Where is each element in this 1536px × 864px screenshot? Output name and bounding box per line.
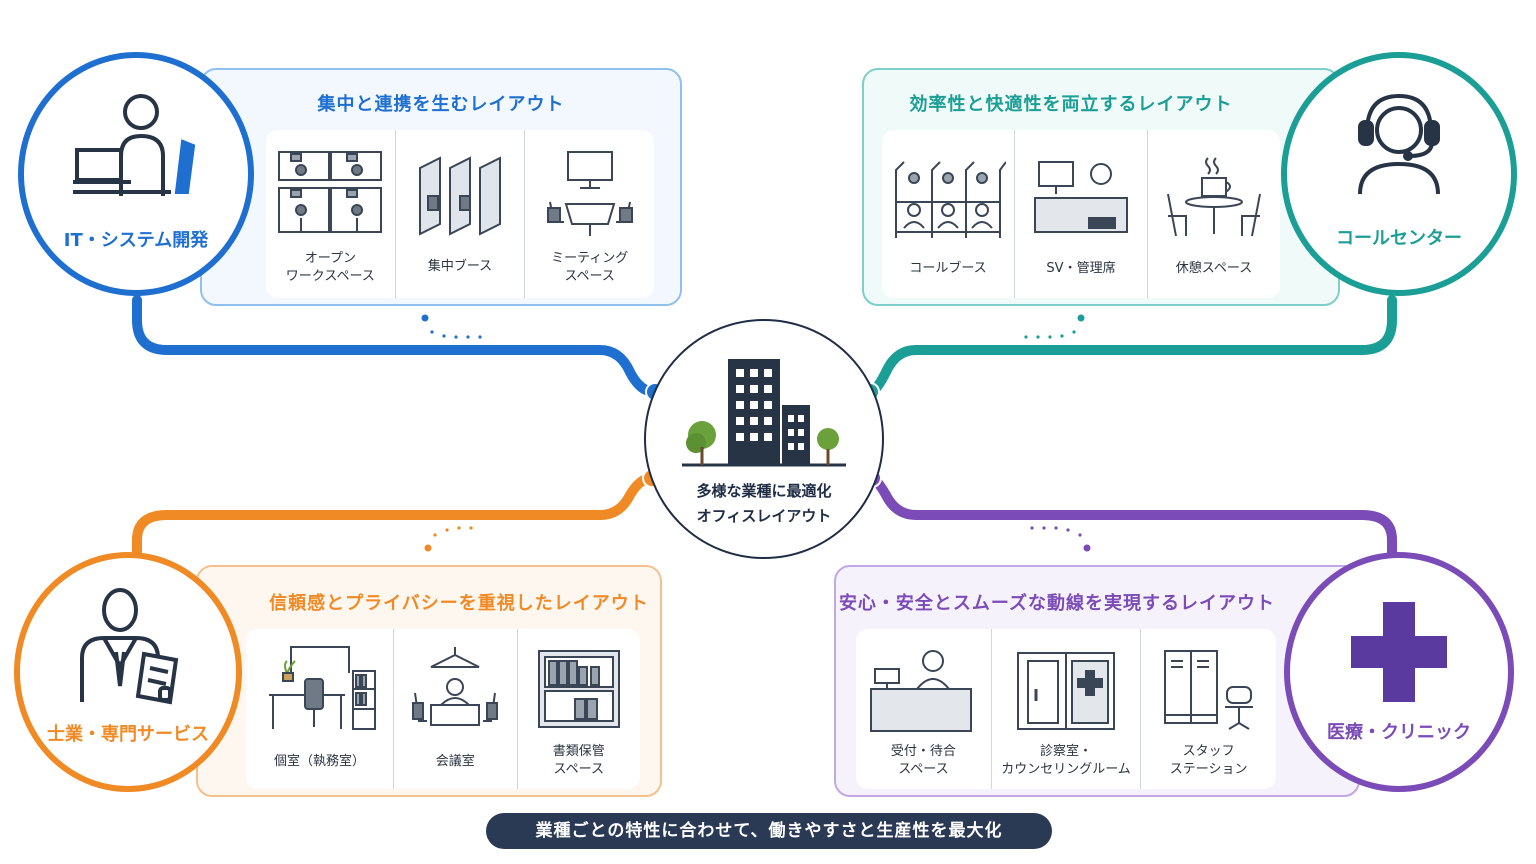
open-workspace-icon (278, 151, 383, 233)
it-panel: 集中と連携を生むレイアウト オープン ワークスペース 集中ブース (200, 68, 682, 306)
zone-call-booth: コールブース (882, 130, 1014, 298)
headset-operator-icon (1358, 93, 1440, 195)
zone-label: SV・管理席 (1046, 261, 1116, 276)
meeting-space-icon (546, 151, 633, 236)
med-panel-title: 安心・安全とスムーズな動線を実現するレイアウト (838, 593, 1276, 614)
call-circle-label: コールセンター (1336, 228, 1462, 249)
it-circle: IT・システム開発 (18, 52, 254, 296)
conference-room-icon (412, 647, 499, 726)
zone-focus-booth: 集中ブース (394, 130, 525, 298)
med-circle-label: 医療・クリニック (1327, 722, 1471, 743)
med-zones: 受付・待合 スペース 診察室・ カウンセリングルーム スタッフ ステーション (856, 629, 1276, 789)
office-building-icon (682, 359, 846, 467)
zone-break-space: 休憩スペース (1147, 130, 1280, 298)
staff-station-icon (1163, 650, 1253, 730)
zone-label: オープン ワークスペース (285, 251, 375, 284)
zone-document-storage: 書類保管 スペース (516, 629, 641, 789)
zone-label: スタッフ ステーション (1169, 744, 1248, 777)
center-hub: 多様な業種に最適化 オフィスレイアウト (644, 319, 884, 559)
zone-label: 会議室 (435, 754, 475, 769)
zone-label: コールブース (909, 261, 987, 276)
zone-label: 受付・待合 スペース (890, 744, 956, 777)
developer-at-desk-icon (73, 94, 196, 196)
document-storage-icon (537, 650, 620, 728)
pro-zones: 個室（執務室） 会議室 書類保管 スペース (246, 629, 640, 789)
pro-panel-title: 信頼感とプライバシーを重視したレイアウト (269, 593, 649, 614)
call-panel: 効率性と快適性を両立するレイアウト コールブース SV・管理席 (862, 68, 1340, 306)
pro-circle-label: 士業・専門サービス (47, 724, 209, 745)
zone-label: 休憩スペース (1175, 261, 1253, 276)
it-panel-title: 集中と連携を生むレイアウト (317, 94, 565, 115)
zone-supervisor-desk: SV・管理席 (1014, 130, 1147, 298)
zone-conference-room: 会議室 (393, 629, 517, 789)
it-circle-label: IT・システム開発 (63, 230, 209, 251)
exam-room-icon (1017, 652, 1115, 730)
pro-circle: 士業・専門サービス (14, 552, 242, 792)
private-office-icon (268, 646, 376, 730)
zone-private-office: 個室（執務室） (246, 629, 393, 789)
zone-meeting-space: ミーティング スペース (524, 130, 654, 298)
zone-label: 個室（執務室） (273, 754, 365, 769)
supervisor-desk-icon (1034, 161, 1128, 233)
zone-label: 診察室・ カウンセリングルーム (1001, 744, 1131, 777)
center-title-line1: 多様な業種に最適化 (696, 482, 832, 500)
medical-cross-icon (1351, 602, 1447, 702)
med-circle: 医療・クリニック (1284, 552, 1514, 792)
zone-open-workspace: オープン ワークスペース (266, 130, 395, 298)
zone-label: 集中ブース (427, 259, 493, 274)
zone-label: 書類保管 スペース (552, 744, 605, 777)
center-title-line2: オフィスレイアウト (696, 507, 832, 525)
break-space-icon (1167, 157, 1261, 237)
summary-banner: 業種ごとの特性に合わせて、働きやすさと生産性を最大化 (486, 813, 1052, 849)
focus-booth-icon (419, 156, 501, 236)
zone-reception: 受付・待合 スペース (856, 629, 991, 789)
call-zones: コールブース SV・管理席 休憩スペース (882, 130, 1280, 298)
med-panel: 安心・安全とスムーズな動線を実現するレイアウト 受付・待合 スペース 診察室・ … (834, 565, 1360, 797)
zone-staff-station: スタッフ ステーション (1140, 629, 1276, 789)
reception-icon (870, 650, 973, 732)
zone-label: ミーティング スペース (551, 251, 629, 284)
zone-exam-room: 診察室・ カウンセリングルーム (990, 629, 1140, 789)
call-booth-icon (895, 161, 1006, 238)
call-circle: コールセンター (1281, 52, 1517, 296)
pro-panel: 信頼感とプライバシーを重視したレイアウト 個室（執務室） (196, 565, 662, 797)
professional-with-document-icon (80, 588, 179, 705)
it-zones: オープン ワークスペース 集中ブース ミーティング スペース (266, 130, 654, 298)
call-panel-title: 効率性と快適性を両立するレイアウト (909, 94, 1233, 115)
